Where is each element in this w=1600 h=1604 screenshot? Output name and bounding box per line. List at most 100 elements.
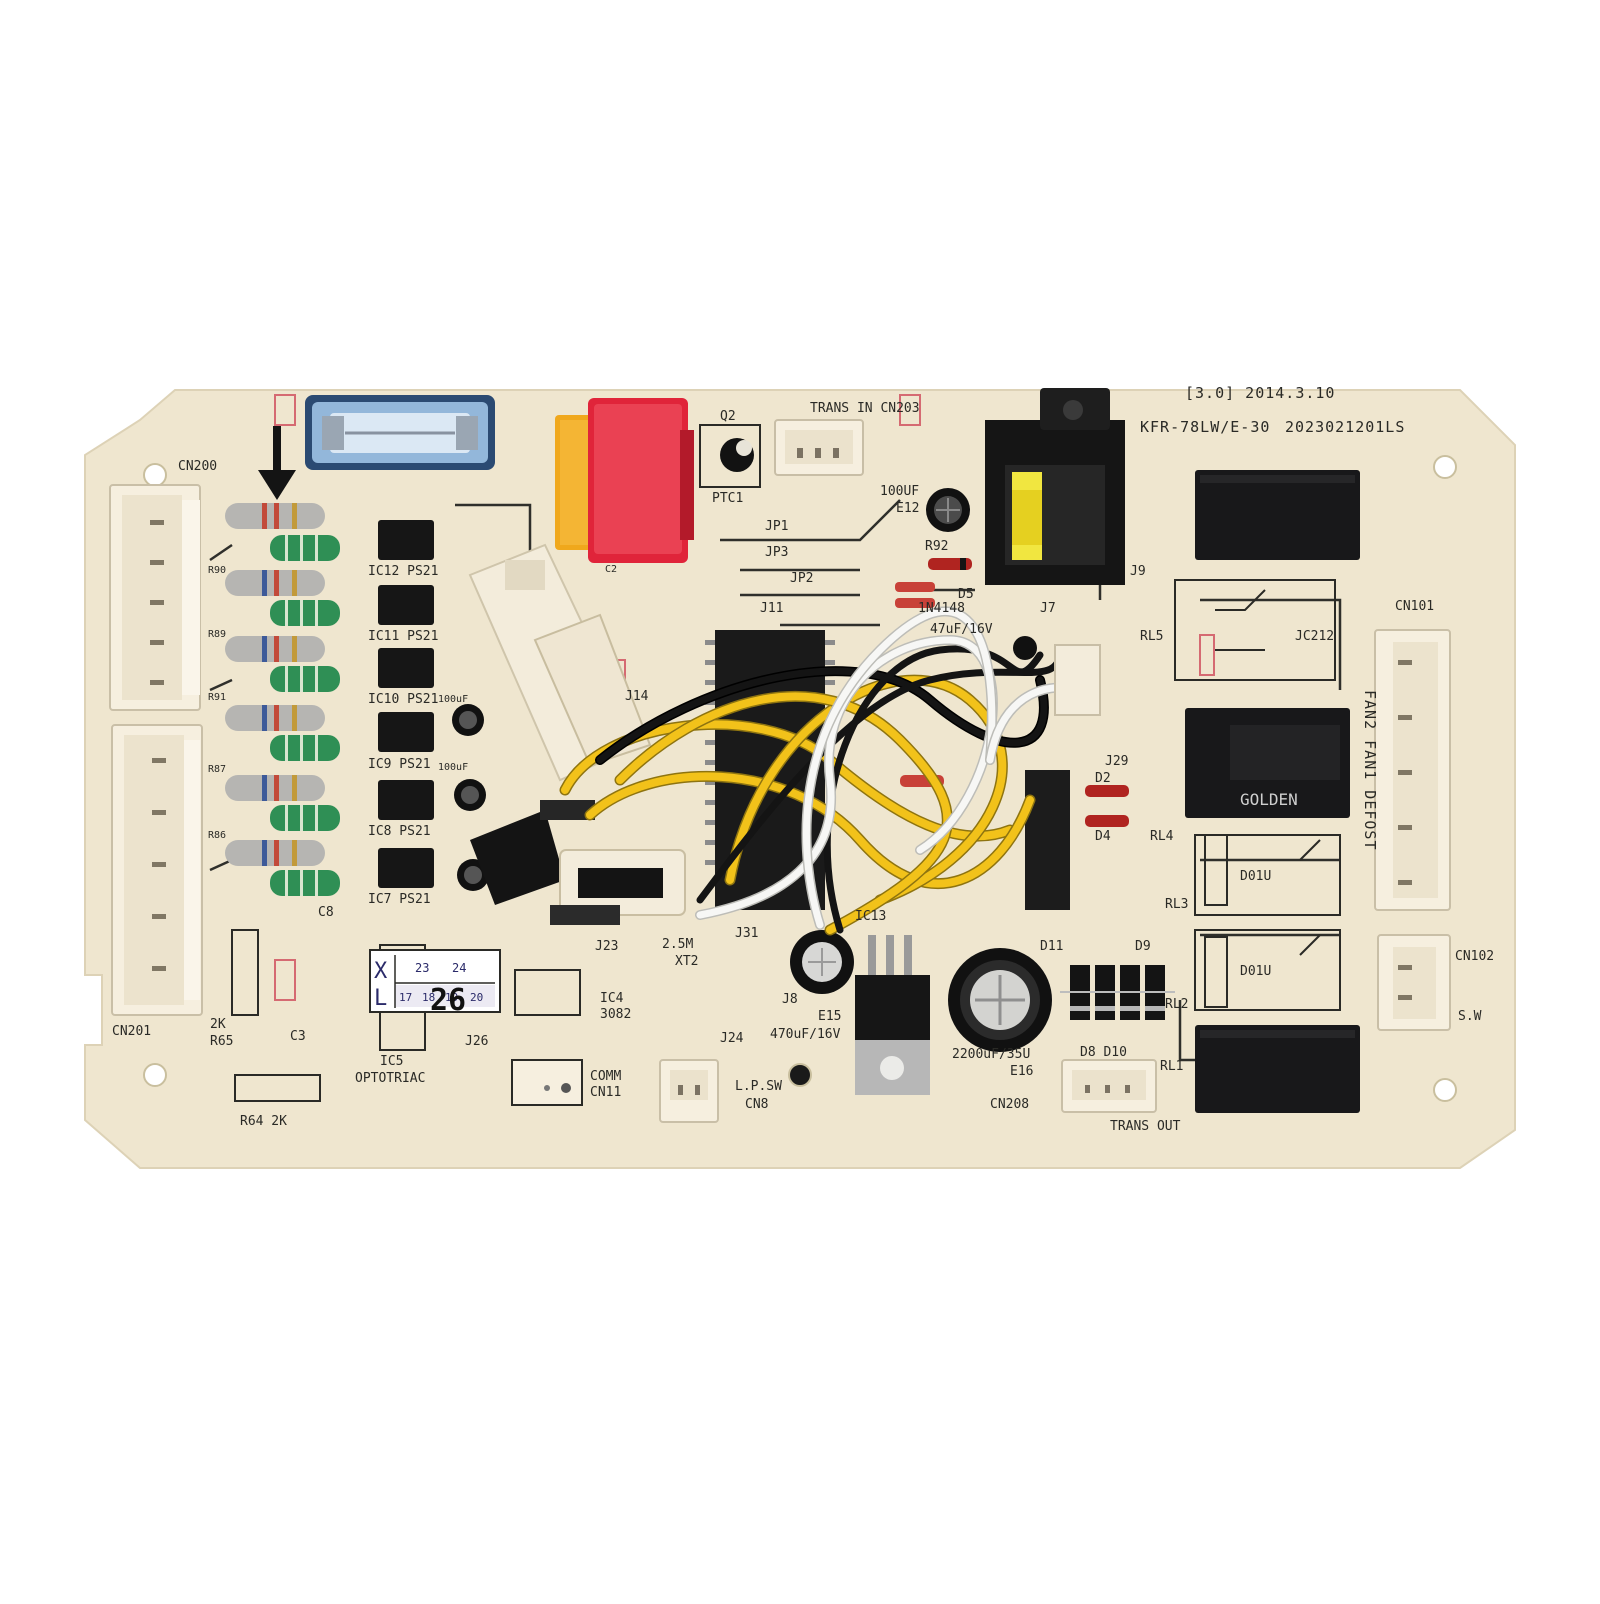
cn11-connector — [511, 1059, 583, 1106]
resistor-column — [225, 503, 340, 896]
silk-ic9: IC9 PS21 — [368, 757, 431, 772]
silk-d2: D2 — [1095, 771, 1111, 786]
qc-letter-x: X — [374, 959, 388, 984]
silk-r91: R91 — [208, 692, 226, 703]
silk-ic12: IC12 PS21 — [368, 564, 438, 579]
wire-bundle — [559, 606, 1085, 936]
silk-e12-val: 100UF — [880, 484, 919, 499]
bridge-diodes — [1060, 965, 1175, 1020]
silk-jp2: JP2 — [790, 571, 813, 586]
e15-capacitor — [790, 930, 854, 994]
x2-capacitor-red — [588, 398, 694, 563]
silk-e12: E12 — [896, 501, 919, 516]
silk-ic13: IC13 — [855, 909, 886, 924]
silk-comm: COMM — [590, 1069, 621, 1084]
qc-bottom-3: 19 — [445, 991, 458, 1004]
qc-letter-l: L — [374, 986, 387, 1011]
silk-model: KFR-78LW/E-30 — [1140, 418, 1270, 436]
fuse — [305, 395, 495, 470]
silk-d5: D5 — [958, 587, 974, 602]
mounting-holes — [143, 455, 1457, 1102]
silk-ic4-val: 3082 — [600, 1007, 631, 1022]
cn206-connector — [1013, 636, 1101, 716]
black-plug — [470, 800, 595, 905]
silk-ic5-val: OPTOTRIAC — [355, 1071, 425, 1086]
silk-fan-labels: FAN2 FAN1 DEFOST — [1361, 690, 1379, 851]
silk-j29: J29 — [1105, 754, 1128, 769]
trans-in-connector — [774, 419, 864, 476]
cn201-connector — [111, 724, 203, 1016]
silk-batch: 2023021201LS — [1285, 418, 1405, 436]
optocoupler-column — [378, 520, 434, 888]
silk-trans-in: TRANS IN CN203 — [810, 401, 920, 416]
silk-e16-val: 2200uF/35U — [952, 1047, 1030, 1062]
silkscreen-text: TRANS IN CN203 Q2 PTC1 [3.0] 2014.3.10 K… — [112, 384, 1494, 1134]
silk-version: [3.0] 2014.3.10 — [1185, 384, 1335, 402]
qc-top-1: 23 — [415, 961, 429, 975]
relay-rl1 — [1195, 1025, 1360, 1113]
silk-cn200: CN200 — [178, 459, 217, 474]
silk-rl4: RL4 — [1150, 829, 1174, 844]
silk-d01u-a: D01U — [1240, 869, 1271, 884]
silk-cn8: CN8 — [745, 1097, 768, 1112]
silk-c2: C2 — [605, 564, 617, 575]
white-plug — [468, 543, 652, 782]
relay-rl3-footprint — [1194, 834, 1341, 1011]
silk-d5-val: 1N4148 — [918, 601, 965, 616]
crystal-xt2 — [550, 849, 686, 925]
silk-cn101: CN101 — [1395, 599, 1434, 614]
arrow-marker — [258, 426, 296, 500]
silk-j24: J24 — [720, 1031, 744, 1046]
silk-rl3: RL3 — [1165, 897, 1188, 912]
silk-d9: D9 — [1135, 939, 1151, 954]
silk-j26: J26 — [465, 1034, 488, 1049]
transformer — [985, 388, 1125, 585]
silk-cn102: CN102 — [1455, 949, 1494, 964]
silk-e15: E15 — [818, 1009, 841, 1024]
silk-trans-out: TRANS OUT — [1110, 1119, 1181, 1134]
silk-j7: J7 — [1040, 601, 1056, 616]
qc-sticker: X L 23 24 17 18 19 20 26 — [369, 949, 501, 1018]
qc-bottom-2: 18 — [422, 991, 435, 1004]
silk-rl2: RL2 — [1165, 997, 1188, 1012]
silk-e16: E16 — [1010, 1064, 1033, 1079]
silk-r92: R92 — [925, 539, 948, 554]
ptc1-component — [699, 424, 761, 488]
silk-c8: C8 — [318, 905, 334, 920]
silk-cap-47: 47uF/16V — [930, 622, 993, 637]
silk-cap-val-a: 100uF — [438, 694, 468, 705]
silk-j31: J31 — [735, 926, 758, 941]
silk-jc212: JC212 — [1295, 629, 1334, 644]
silk-r87: R87 — [208, 764, 226, 775]
cn200-connector — [109, 484, 201, 711]
silk-r65: R65 — [210, 1034, 233, 1049]
silk-ic11: IC11 PS21 — [368, 629, 438, 644]
silk-lp-sw: L.P.SW — [735, 1079, 782, 1094]
silk-j8: J8 — [782, 992, 798, 1007]
qc-handwritten-mark: 26 — [430, 983, 466, 1018]
cn208-connector — [1061, 1059, 1157, 1113]
silk-cn11: CN11 — [590, 1085, 621, 1100]
silk-cap-val-b: 100uF — [438, 762, 468, 773]
silk-ic8: IC8 PS21 — [368, 824, 431, 839]
silk-j23: J23 — [595, 939, 618, 954]
silk-ic4: IC4 — [600, 991, 624, 1006]
silk-q2: Q2 — [720, 409, 736, 424]
relay-golden-brand: GOLDEN — [1240, 790, 1298, 809]
silk-jp3: JP3 — [765, 545, 788, 560]
cn102-connector — [1377, 934, 1451, 1031]
silk-ptc1: PTC1 — [712, 491, 743, 506]
silk-jp1: JP1 — [765, 519, 788, 534]
silk-d8-d10: D8 D10 — [1080, 1045, 1127, 1060]
silk-r89: R89 — [208, 629, 226, 640]
silk-j11: J11 — [760, 601, 783, 616]
secondary-ic — [1025, 770, 1070, 910]
silk-sw: S.W — [1458, 1009, 1482, 1024]
silk-c3: C3 — [290, 1029, 306, 1044]
relay-rl6 — [1195, 470, 1360, 560]
silk-r65-val: 2K — [210, 1017, 226, 1032]
silk-cn201: CN201 — [112, 1024, 151, 1039]
silk-ic5: IC5 — [380, 1054, 403, 1069]
qc-bottom-1: 17 — [399, 991, 412, 1004]
